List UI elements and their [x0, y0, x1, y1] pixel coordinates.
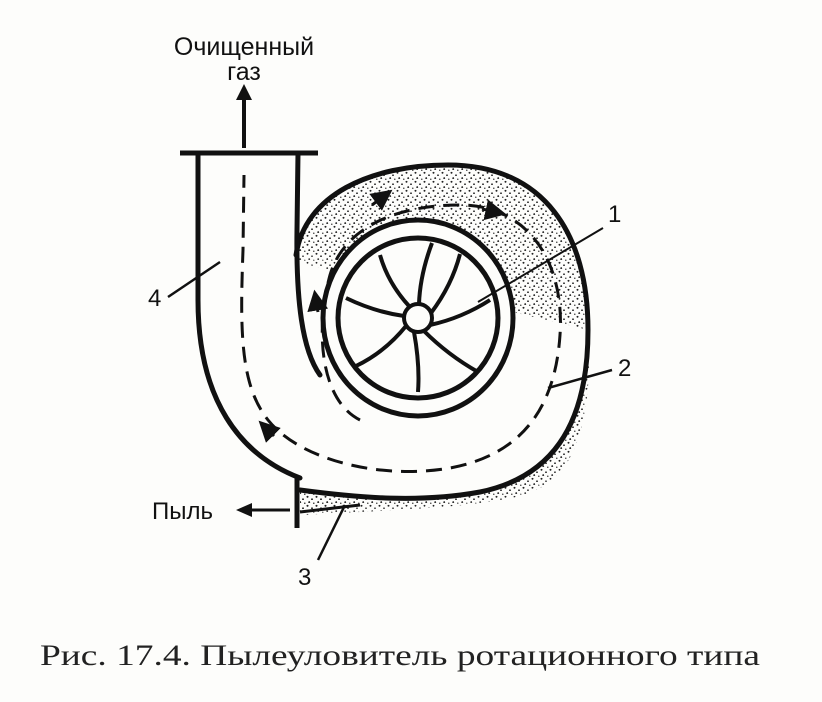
leader-lines: [167, 227, 613, 561]
dust-arrow: [236, 503, 290, 517]
impeller-blade: [422, 329, 479, 374]
outlet-label-line1: Очищенный: [174, 33, 314, 61]
leader-3: [316, 504, 347, 561]
dust-label: Пыль: [152, 498, 213, 525]
part-number-4: 4: [148, 285, 161, 312]
outlet-label-line2: газ: [227, 58, 261, 86]
outlet-pipe: [180, 150, 323, 481]
impeller-rotor: [345, 242, 492, 393]
impeller-blade: [378, 254, 411, 308]
gas-flow-path: [240, 174, 562, 473]
leader-1: [477, 227, 604, 303]
part-number-1: 1: [608, 201, 621, 228]
part-number-3: 3: [298, 564, 311, 591]
impeller-blade: [417, 242, 434, 305]
dust-outlet: [294, 478, 361, 528]
leader-2: [547, 368, 613, 390]
impeller-blade: [345, 296, 405, 318]
clean-gas-arrow: [236, 84, 252, 148]
volute-casing-outer: [293, 162, 591, 501]
figure-caption: Рис. 17.4. Пылеуловитель ротационного ти…: [40, 639, 760, 672]
impeller-blade: [429, 253, 462, 315]
impeller-blade: [355, 324, 408, 368]
impeller-hub: [402, 302, 434, 334]
impeller-blade: [412, 331, 421, 393]
leader-4: [167, 260, 221, 299]
part-number-2: 2: [618, 355, 631, 382]
impeller-blade: [429, 298, 492, 327]
